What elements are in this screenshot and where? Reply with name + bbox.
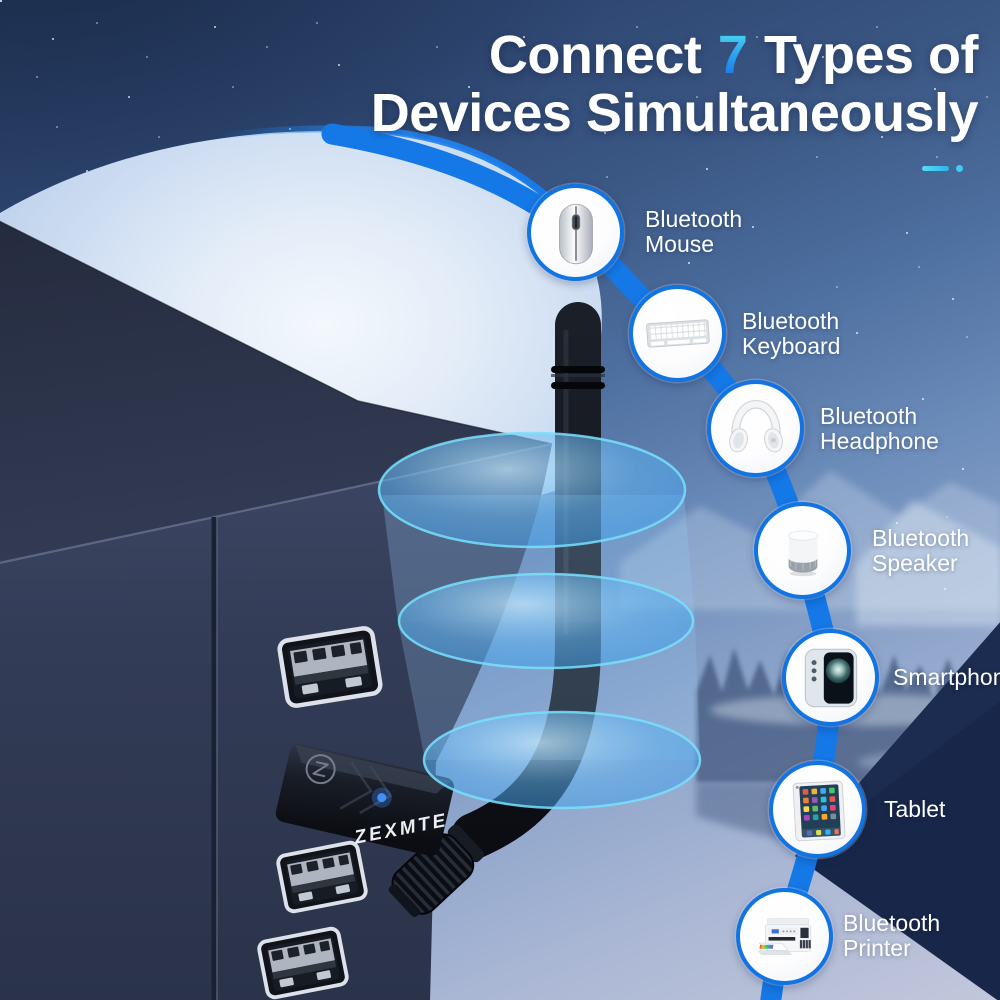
device-circle-bluetooth-speaker [754,502,851,599]
device-label: Bluetooth Headphone [820,403,939,454]
signal-ring [397,572,695,670]
headline-text-pre: Connect [488,25,702,85]
device-label: Bluetooth Printer [843,910,941,961]
usb-port [278,627,381,707]
dark-corner-shade [795,701,1000,1000]
device-circle-bluetooth-printer [736,888,833,985]
device-label: Tablet [884,796,946,822]
device-circle-smartphone [782,629,879,726]
bluetooth-adapter: ZEXMTE [275,743,484,918]
device-label: Smartphone [893,664,1000,690]
device-label: Bluetooth Speaker [872,525,970,576]
device-circle-bluetooth-keyboard [629,285,726,382]
stars-dim [0,0,2,2]
device-circle-tablet [769,761,866,858]
bluetooth-speaker-icon [787,529,818,576]
bluetooth-mouse-icon [558,203,593,264]
signal-ring [422,710,702,810]
headline-text-post: Types of [763,25,979,85]
adapter-logo-icon [305,754,336,785]
antenna-ring [551,382,605,389]
smartphone-icon [804,648,857,707]
headline: Connect 7 Types of Devices Simultaneousl… [370,25,979,143]
stars-bright [0,0,2,2]
device-label: Bluetooth Keyboard [742,308,841,359]
tablet-icon [792,780,845,841]
antenna-knuckle [388,824,484,918]
antenna-ring [551,366,605,373]
led-indicator [377,793,387,803]
headline-line-1: Connect 7 Types of [371,25,979,85]
device-label: Bluetooth Mouse [645,206,743,257]
spark-dot-icon [956,165,963,172]
spark-dash-icon [922,166,949,171]
device-circle-bluetooth-mouse [527,184,624,281]
pc-top-face [0,221,552,564]
bluetooth-printer-icon [756,917,811,955]
bluetooth-headphone-icon [728,399,783,452]
device-circle-bluetooth-headphone [707,380,804,477]
bluetooth-keyboard-icon [645,318,710,348]
headline-line-2: Devices Simultaneously [370,83,979,143]
signal-ring [377,431,687,549]
headline-highlight-number: 7 [717,25,748,85]
signal-waves [377,431,702,810]
